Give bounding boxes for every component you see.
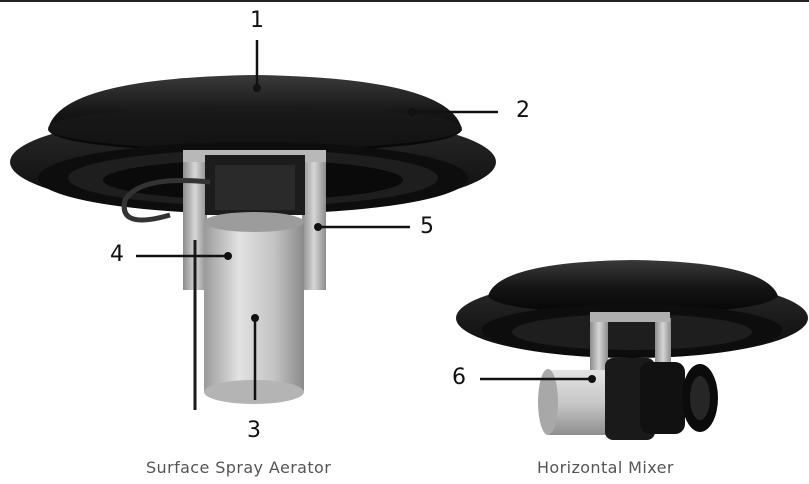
spray-aerator-motor bbox=[204, 212, 304, 404]
callout-leaders-right bbox=[480, 375, 596, 383]
top-border bbox=[0, 0, 809, 2]
callout-6: 6 bbox=[452, 365, 466, 390]
spray-aerator-bracket bbox=[183, 150, 326, 290]
callout-5: 5 bbox=[420, 214, 434, 239]
caption-surface-spray-aerator: Surface Spray Aerator bbox=[146, 458, 332, 477]
callout-2: 2 bbox=[516, 98, 530, 123]
horizontal-mixer-float bbox=[456, 260, 808, 358]
caption-horizontal-mixer: Horizontal Mixer bbox=[537, 458, 674, 477]
spray-aerator-cable bbox=[121, 177, 211, 410]
callout-3: 3 bbox=[247, 418, 261, 443]
callout-4: 4 bbox=[110, 242, 124, 267]
horizontal-mixer-motor bbox=[538, 358, 718, 440]
callout-1: 1 bbox=[250, 8, 264, 33]
callout-leaders-left bbox=[136, 40, 498, 400]
